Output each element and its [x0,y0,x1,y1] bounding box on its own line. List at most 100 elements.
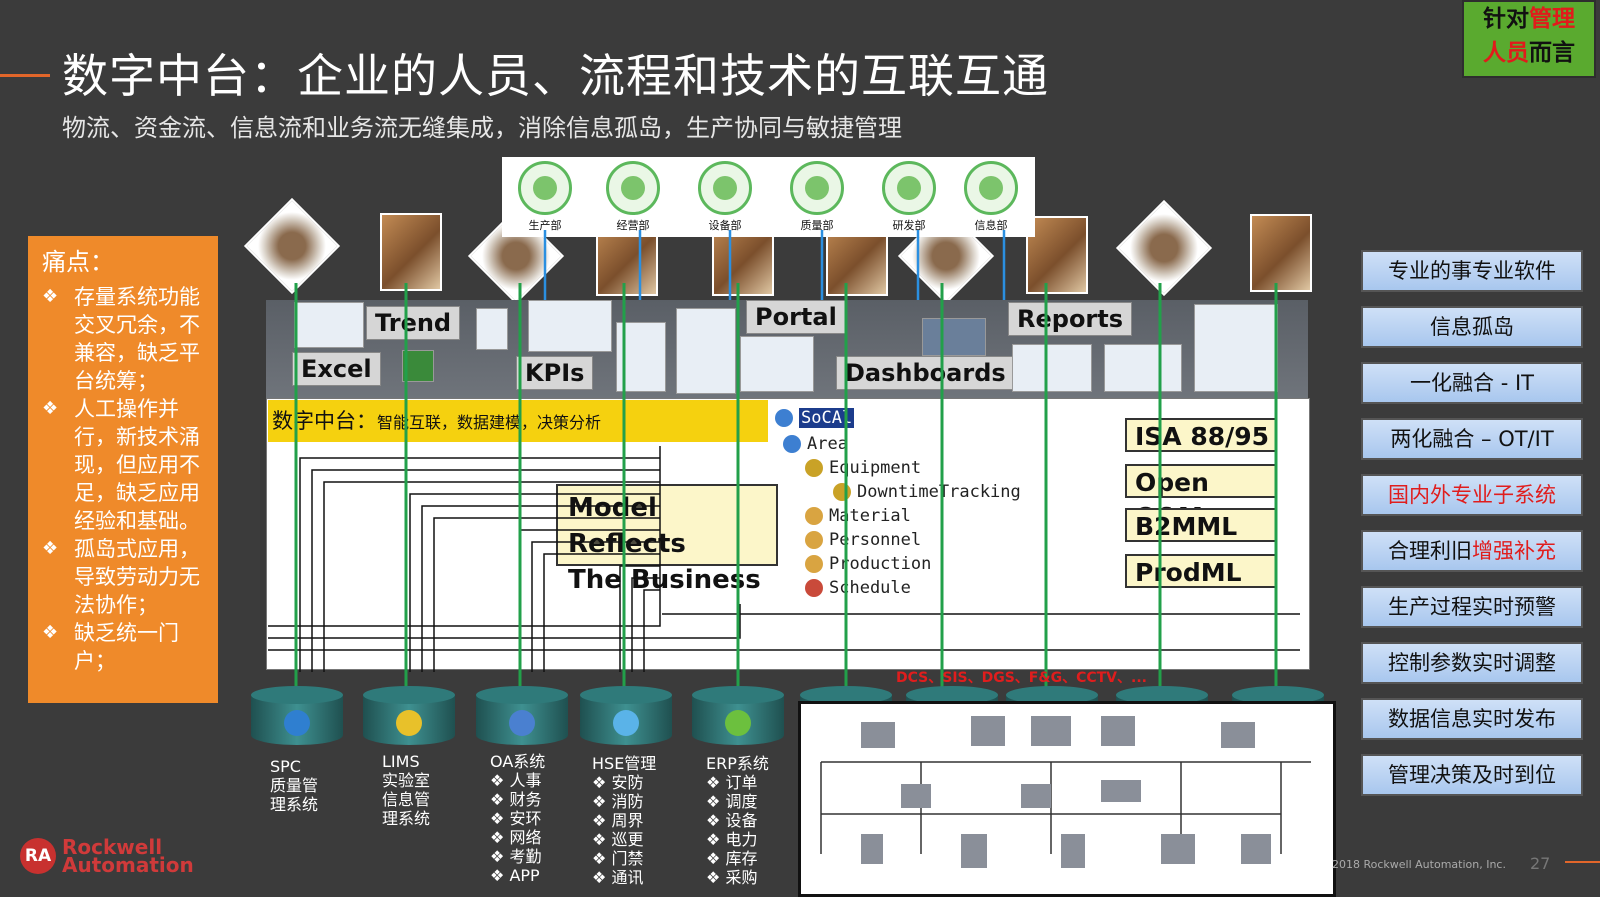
warning-icon [396,710,422,736]
tag-text-2: 管理 [1529,6,1575,32]
trend-label: Trend [366,306,461,340]
tree-label: DowntimeTracking [857,482,1021,502]
worker-icon [606,161,660,215]
bullet-icon: ❖ [42,398,59,419]
pain-item: ❖ 人工操作并行，新技术涌现，但应用不足，缺乏应用经验和基础。 [38,395,208,535]
benefit-item: 专业的事专业软件 [1361,250,1583,292]
tree-label: Production [829,554,932,574]
tree-label: Schedule [829,578,911,598]
globe-icon [284,710,310,736]
pain-heading: 痛点： [42,248,114,276]
benefit-item: 一化融合 - IT [1361,362,1583,404]
pain-item: ❖存量系统功能交叉冗余，不兼容，缺乏平台统筹； [38,283,208,395]
worker-photo [1250,214,1312,292]
standard-label: B2MML [1125,508,1277,542]
hse-label: HSE管理 ❖ 安防 ❖ 消防 ❖ 周界 ❖ 巡更 ❖ 门禁 ❖ 通讯 [592,754,657,887]
tree-node[interactable]: Production [805,554,931,574]
box-icon [805,555,823,573]
reports-label: Reports [1008,302,1133,336]
users-icon [509,710,535,736]
page-title: 数字中台：企业的人员、流程和技术的互联互通 [62,49,1049,103]
tree-label: SoCAl [799,408,855,428]
tree-node[interactable]: Schedule [805,578,911,598]
worker-icon [698,161,752,215]
tag-text-1: 针对 [1483,6,1529,32]
tree-node[interactable]: Personnel [805,530,921,550]
tree-node[interactable]: Equipment [805,458,921,478]
dept-rd[interactable]: 研发部 [874,161,944,233]
dept-production[interactable]: 生产部 [510,161,580,233]
tree-label: Material [829,506,911,526]
tree-node[interactable]: Area [783,434,848,454]
ra-logo-icon: RA [20,838,56,874]
table-thumbnail [922,318,986,356]
dept-equipment[interactable]: 设备部 [690,161,760,233]
bullet-icon: ❖ [42,622,59,643]
dept-quality[interactable]: 质量部 [782,161,852,233]
excel-label: Excel [292,352,381,386]
platform-bar: 数字中台：智能互联，数据建模，决策分析 [268,400,768,442]
standard-label: ProdML [1125,554,1277,588]
oa-database[interactable] [476,686,568,754]
erp-database[interactable] [692,686,784,754]
dept-info[interactable]: 信息部 [956,161,1026,233]
audience-tag: 针对管理 人员而言 [1462,0,1596,78]
page-accent-line [1565,861,1600,863]
copyright: 2018 Rockwell Automation, Inc. [1332,858,1506,871]
tree-node[interactable]: SoCAl [775,408,855,428]
dept-label: 生产部 [528,219,562,232]
pie-thumbnail [676,308,736,394]
worker-photo [1026,216,1088,294]
clock-icon [805,579,823,597]
erp-label: ERP系统 ❖ 订单 ❖ 调度 ❖ 设备 ❖ 电力 ❖ 库存 ❖ 采购 [706,754,769,887]
dept-business[interactable]: 经营部 [598,161,668,233]
dept-label: 质量部 [800,219,834,232]
page-number: 27 [1530,854,1551,873]
model-callout: Model Reflects The Business [556,484,778,595]
pain-text: 缺乏统一门户； [74,621,179,673]
control-systems-label: DCS、SIS、DGS、F&G、CCTV、... [896,670,1147,686]
worker-icon [518,161,572,215]
benefit-item: 控制参数实时调整 [1361,642,1583,684]
chart-thumbnail [476,308,508,350]
chart-thumbnail [1104,344,1182,392]
dept-label: 研发部 [892,219,926,232]
flask-icon [613,710,639,736]
tools-banner: Trend Excel KPIs Portal Dashboards Repor… [266,300,1308,398]
benefit-item: 数据信息实时发布 [1361,698,1583,740]
oa-label: OA系统 ❖ 人事 ❖ 财务 ❖ 安环 ❖ 网络 ❖ 考勤 ❖ APP [490,752,546,885]
worker-icon [882,161,936,215]
dashboards-label: Dashboards [836,356,1015,390]
chart-thumbnail [528,300,612,352]
gear-icon [805,459,823,477]
box-icon [805,507,823,525]
pain-item: ❖孤岛式应用，导致劳动力无法协作； [38,535,208,619]
tree-node[interactable]: Material [805,506,911,526]
worker-icon [964,161,1018,215]
platform-label: 数字中台： [272,409,377,433]
dept-label: 经营部 [616,219,650,232]
tag-text-4: 而言 [1529,40,1575,66]
kpis-label: KPIs [516,356,594,390]
spc-database[interactable] [251,686,343,754]
control-network-diagram [798,701,1336,897]
benefits-list: 专业的事专业软件 信息孤岛 一化融合 - IT 两化融合 – OT/IT 国内外… [1361,250,1583,810]
title-accent-line [0,74,50,77]
department-panel: 生产部 经营部 设备部 质量部 研发部 信息部 [502,157,1035,237]
benefit-item: 两化融合 – OT/IT [1361,418,1583,460]
tree-label: Equipment [829,458,922,478]
tree-label: Personnel [829,530,922,550]
lims-database[interactable] [363,686,455,754]
bullet-icon: ❖ [42,538,59,559]
page-subtitle: 物流、资金流、信息流和业务流无缝集成，消除信息孤岛，生产协同与敏捷管理 [62,114,902,142]
pain-item: ❖ 缺乏统一门户； [38,619,208,675]
tag-text-3: 人员 [1483,40,1529,66]
person-icon [805,531,823,549]
pain-text: 人工操作并行，新技术涌现，但应用不足，缺乏应用经验和基础。 [74,397,200,533]
hse-database[interactable] [580,686,672,754]
globe-icon [775,409,793,427]
model-line2: The Business [568,565,761,595]
